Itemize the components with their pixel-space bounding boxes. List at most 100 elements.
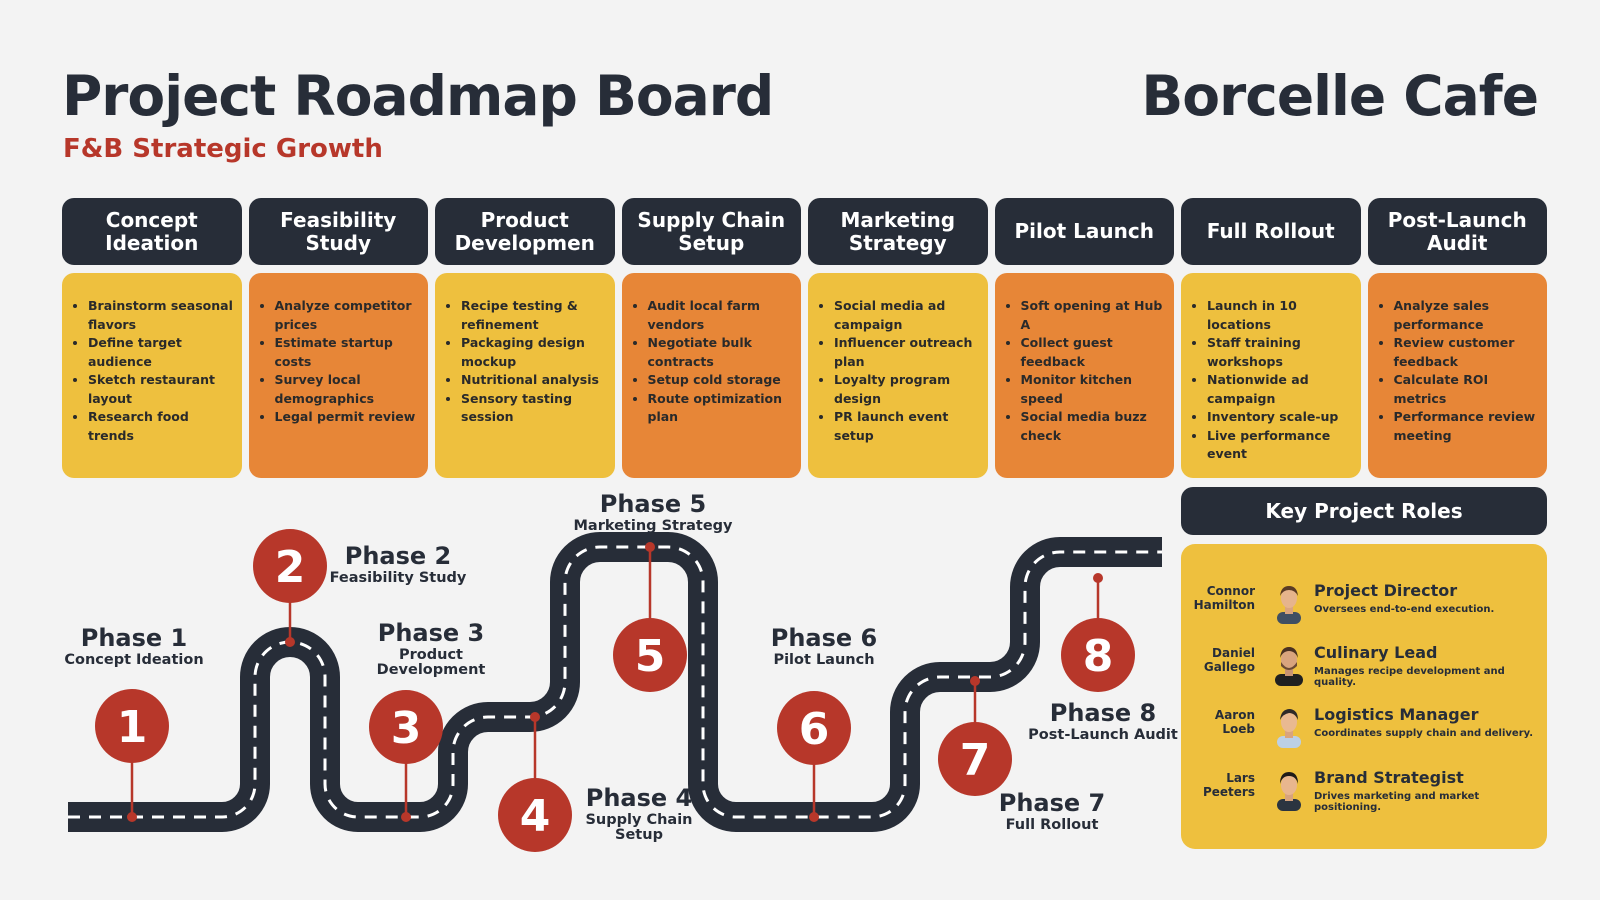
phase-title: Phase 2	[344, 542, 452, 570]
task-list: Audit local farm vendorsNegotiate bulk c…	[634, 297, 794, 427]
phase-number: 4	[520, 791, 551, 842]
roles-panel: Connor Hamilton Project Director Oversee…	[1181, 544, 1547, 849]
phase-label-7: Phase 7 Full Rollout	[952, 789, 1152, 833]
task-item: Estimate startup costs	[275, 334, 421, 371]
phase-marker-3: 3	[369, 690, 443, 822]
task-item: Sketch restaurant layout	[88, 371, 234, 408]
task-item: Influencer outreach plan	[834, 334, 980, 371]
column-card: Soft opening at Hub ACollect guest feedb…	[994, 273, 1174, 478]
role-description: Oversees end-to-end execution.	[1314, 604, 1495, 615]
task-column: Feasibility Study Analyze competitor pri…	[248, 198, 428, 478]
phase-marker-1: 1	[95, 689, 169, 822]
person-name: Lars Peeters	[1202, 771, 1255, 800]
task-item: Calculate ROI metrics	[1394, 371, 1540, 408]
column-card: Recipe testing & refinementPackaging des…	[435, 273, 615, 478]
task-columns: Concept Ideation Brainstorm seasonal fla…	[62, 198, 1547, 478]
phase-number: 8	[1083, 631, 1114, 682]
task-column: Full Rollout Launch in 10 locationsStaff…	[1181, 198, 1361, 478]
task-column: Pilot Launch Soft opening at Hub ACollec…	[994, 198, 1174, 478]
column-header: Supply Chain Setup	[621, 198, 801, 265]
role-description: Drives marketing and market positioning.	[1314, 791, 1480, 813]
role-description: Coordinates supply chain and delivery.	[1314, 728, 1534, 739]
phase-label-5: Phase 5 Marketing Strategy	[553, 490, 753, 534]
task-list: Launch in 10 locationsStaff training wor…	[1193, 297, 1353, 464]
phase-marker-7: 7	[938, 676, 1012, 796]
avatar	[1277, 586, 1301, 624]
column-card: Audit local farm vendorsNegotiate bulk c…	[621, 273, 801, 478]
phase-number: 1	[117, 702, 148, 753]
phase-subtitle: Feasibility Study	[329, 569, 467, 586]
task-column: Supply Chain Setup Audit local farm vend…	[621, 198, 801, 478]
task-item: Analyze sales performance	[1394, 297, 1540, 334]
task-column: Post-Launch Audit Analyze sales performa…	[1367, 198, 1547, 478]
roadmap-road: 1 2 3 4 5 6 7 8	[68, 529, 1162, 852]
phase-subtitle: Pilot Launch	[773, 651, 875, 668]
task-column: Product Developmen Recipe testing & refi…	[435, 198, 615, 478]
task-list: Social media ad campaignInfluencer outre…	[820, 297, 980, 445]
task-list: Analyze sales performanceReview customer…	[1380, 297, 1540, 445]
brand-name: Borcelle Cafe	[1141, 64, 1539, 128]
task-column: Marketing Strategy Social media ad campa…	[808, 198, 988, 478]
task-item: Social media ad campaign	[834, 297, 980, 334]
task-item: Survey local demographics	[275, 371, 421, 408]
person-name: Aaron Loeb	[1214, 708, 1255, 737]
role-title: Brand Strategist	[1314, 768, 1464, 787]
role-row: Daniel Gallego Culinary Lead Manages rec…	[1181, 636, 1547, 692]
task-item: Nutritional analysis	[461, 371, 607, 390]
phase-number: 6	[799, 704, 830, 755]
task-item: Analyze competitor prices	[275, 297, 421, 334]
task-list: Analyze competitor pricesEstimate startu…	[261, 297, 421, 427]
column-header: Pilot Launch	[994, 198, 1174, 265]
task-item: Review customer feedback	[1394, 334, 1540, 371]
phase-label-8: Phase 8 Post-Launch Audit	[1003, 699, 1203, 743]
phase-subtitle: Marketing Strategy	[573, 517, 733, 534]
column-header: Product Developmen	[435, 198, 615, 265]
task-item: Legal permit review	[275, 408, 421, 427]
phase-title: Phase 3	[377, 619, 485, 647]
task-item: Define target audience	[88, 334, 234, 371]
phase-marker-4: 4	[498, 712, 572, 852]
road-surface	[68, 532, 1162, 832]
phase-title: Phase 6	[770, 624, 878, 652]
column-card: Social media ad campaignInfluencer outre…	[808, 273, 988, 478]
role-title: Culinary Lead	[1314, 643, 1438, 662]
phase-marker-2: 2	[253, 529, 327, 647]
column-card: Analyze competitor pricesEstimate startu…	[248, 273, 428, 478]
column-header: Feasibility Study	[248, 198, 428, 265]
task-item: Collect guest feedback	[1021, 334, 1167, 371]
phase-number: 7	[960, 735, 991, 786]
task-item: Sensory tasting session	[461, 390, 607, 427]
task-item: Soft opening at Hub A	[1021, 297, 1167, 334]
task-item: Inventory scale-up	[1207, 408, 1353, 427]
phase-marker-8: 8	[1061, 573, 1135, 692]
phase-marker-6: 6	[777, 691, 851, 822]
phase-number: 2	[275, 542, 306, 593]
phase-title: Phase 8	[1049, 699, 1157, 727]
phase-title: Phase 4	[585, 784, 693, 812]
column-header: Full Rollout	[1181, 198, 1361, 265]
phase-label-1: Phase 1 Concept Ideation	[34, 624, 234, 668]
task-item: Monitor kitchen speed	[1021, 371, 1167, 408]
person-name: Daniel Gallego	[1203, 646, 1255, 675]
phase-label-2: Phase 2 Feasibility Study	[298, 542, 498, 586]
task-item: PR launch event setup	[834, 408, 980, 445]
roles-heading: Key Project Roles	[1181, 487, 1547, 535]
person-name: Connor Hamilton	[1193, 584, 1255, 613]
task-item: Brainstorm seasonal flavors	[88, 297, 234, 334]
task-item: Research food trends	[88, 408, 234, 445]
role-row: Aaron Loeb Logistics Manager Coordinates…	[1181, 698, 1547, 754]
avatar	[1275, 647, 1303, 686]
task-item: Setup cold storage	[648, 371, 794, 390]
page-title: Project Roadmap Board	[62, 64, 774, 128]
task-list: Recipe testing & refinementPackaging des…	[447, 297, 607, 427]
phase-marker-5: 5	[613, 542, 687, 692]
task-item: Staff training workshops	[1207, 334, 1353, 371]
task-item: Packaging design mockup	[461, 334, 607, 371]
task-list: Soft opening at Hub ACollect guest feedb…	[1007, 297, 1167, 445]
phase-label-3: Phase 3 Product Development	[331, 619, 531, 678]
page-subtitle: F&B Strategic Growth	[63, 134, 383, 164]
avatar	[1277, 772, 1301, 811]
phase-title: Phase 5	[599, 490, 707, 518]
column-card: Analyze sales performanceReview customer…	[1367, 273, 1547, 478]
role-description: Manages recipe development and quality.	[1314, 666, 1505, 688]
